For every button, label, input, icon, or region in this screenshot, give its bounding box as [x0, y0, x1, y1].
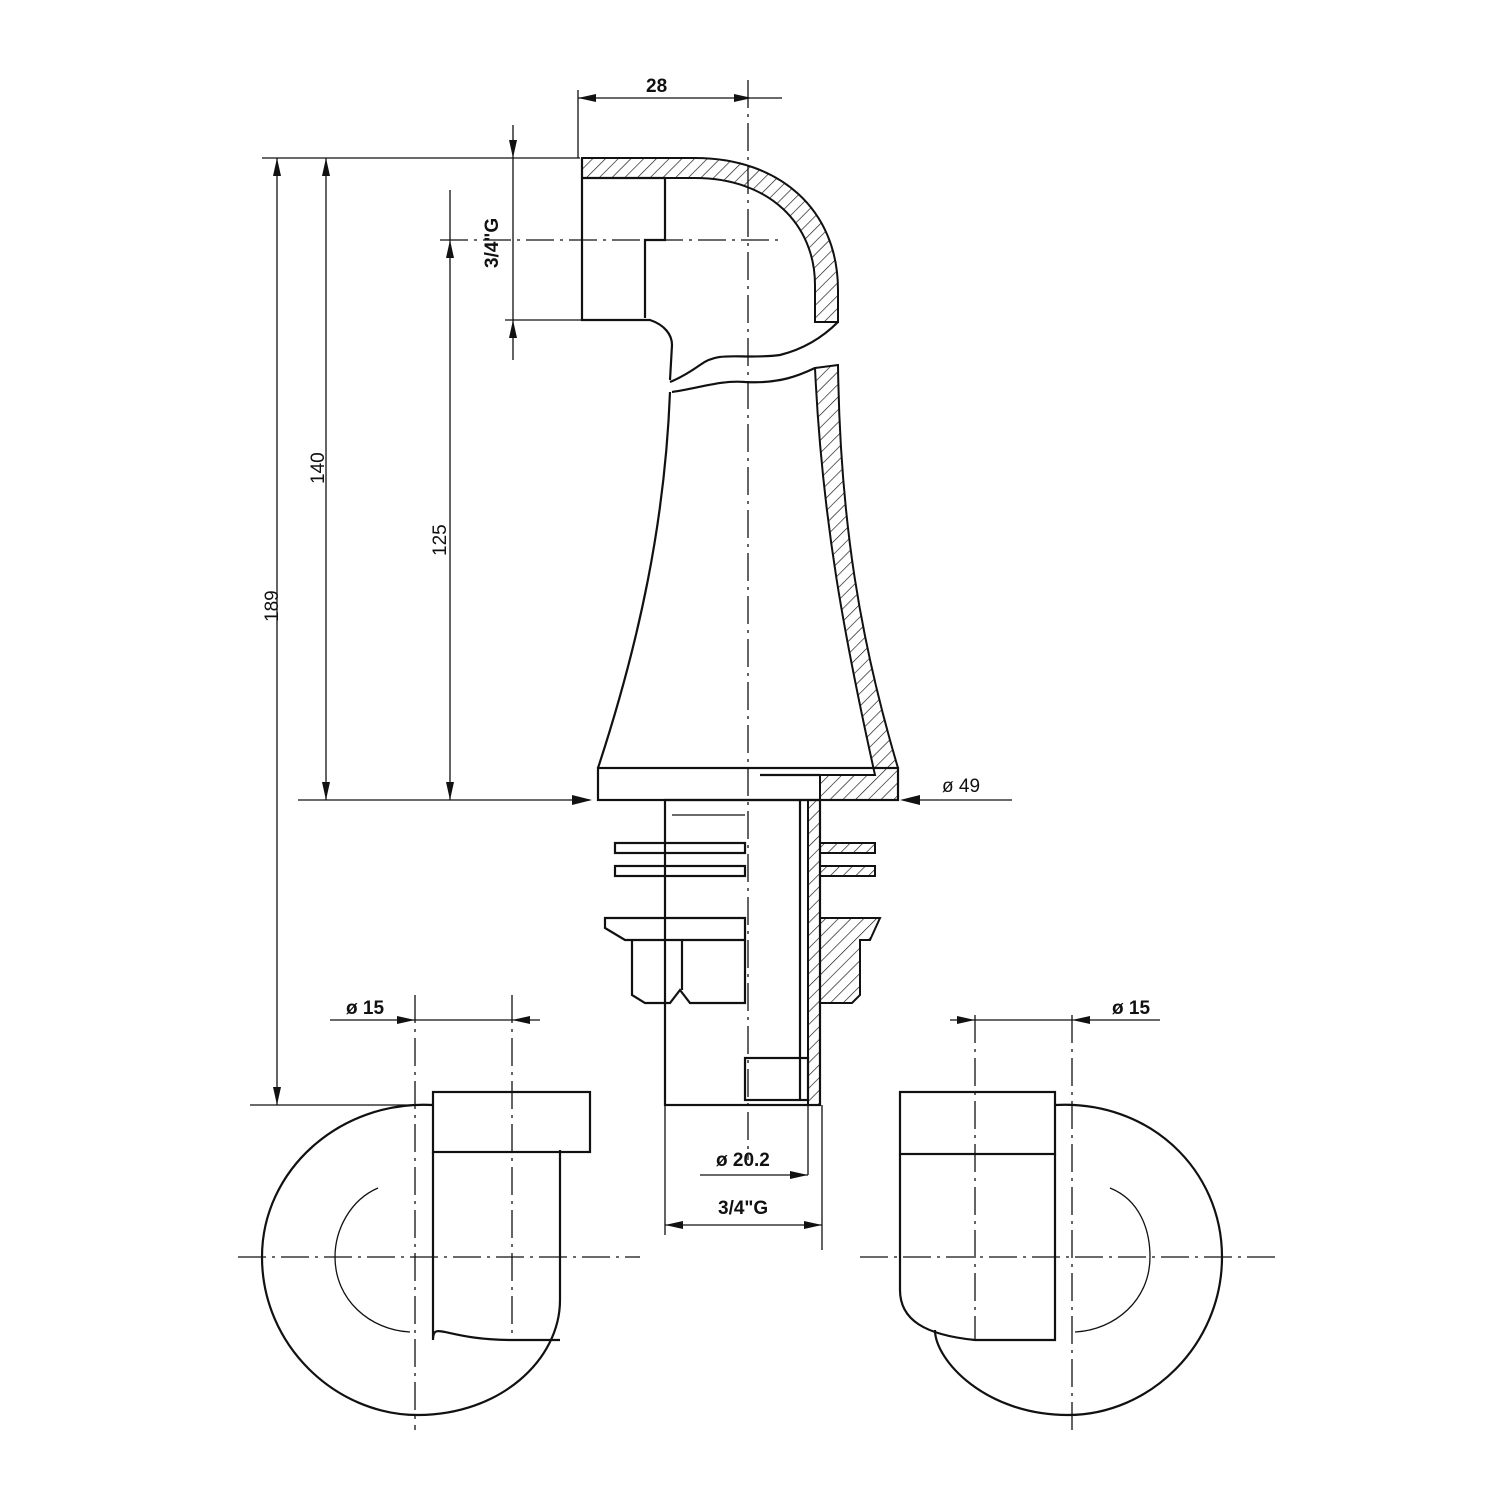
- dim-base-diameter: ø 49: [942, 776, 981, 797]
- dim-inlet-thread: 3/4"G: [482, 217, 503, 268]
- dimension-lines: [250, 90, 1160, 1250]
- dim-left-pipe-diameter: ø 15: [346, 998, 385, 1019]
- centerlines: [238, 80, 1280, 1430]
- dim-right-pipe-diameter: ø 15: [1112, 998, 1151, 1019]
- right-elbow: [898, 1090, 1224, 1417]
- left-elbow: [260, 1090, 592, 1417]
- dim-body-height: 140: [308, 452, 329, 484]
- shank: [603, 798, 882, 1107]
- dim-total-height: 189: [262, 590, 283, 622]
- dim-bore-diameter: ø 20.2: [716, 1150, 770, 1171]
- spout-head: [580, 157, 839, 394]
- dim-shank-thread: 3/4"G: [718, 1198, 769, 1219]
- dim-outlet-height: 125: [430, 524, 451, 556]
- dim-top-width: 28: [646, 76, 668, 97]
